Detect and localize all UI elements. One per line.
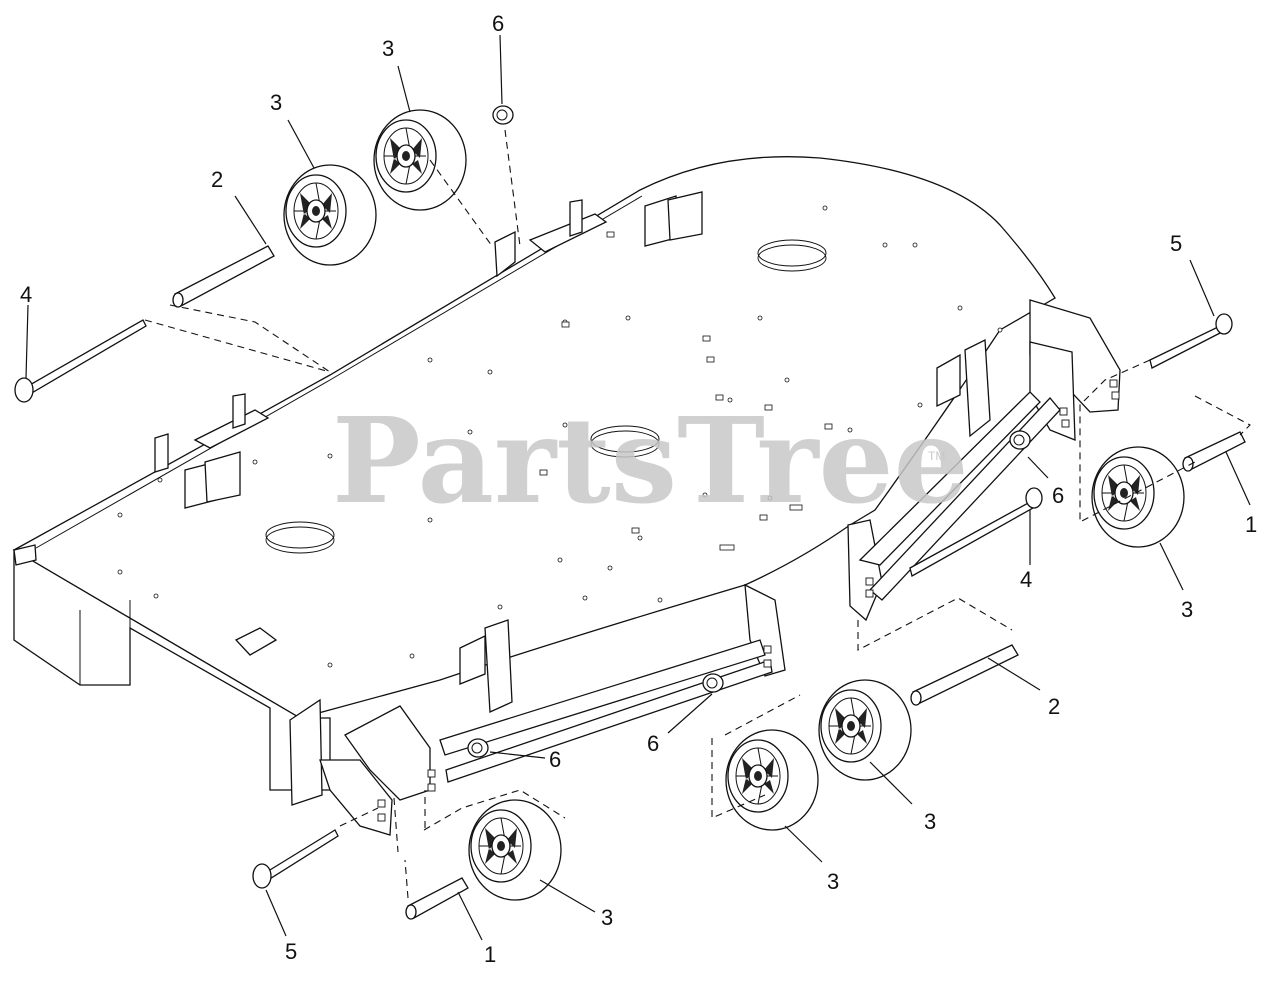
callout-6: 6 [549,747,561,772]
callout-3: 3 [924,809,936,834]
mower-deck [12,156,1056,806]
callout-1: 1 [484,942,496,967]
callout-3: 3 [382,36,394,61]
callout-5: 5 [285,939,297,964]
leader-lines [25,34,1251,941]
callout-4: 4 [20,282,32,307]
assembly-lines [144,129,1251,899]
callout-6: 6 [647,731,659,756]
wheel-rear-inner [373,109,467,211]
deck-brackets [154,191,1121,836]
watermark-trademark: TM [928,449,945,463]
wheel-rear-outer [283,164,377,266]
callout-3: 3 [601,905,613,930]
callout-3: 3 [270,90,282,115]
callout-1: 1 [1245,512,1257,537]
callout-2: 2 [211,167,223,192]
wheel-front-center-a [818,679,912,781]
watermark-text: PartsTree [332,391,969,530]
callout-numbers: 6 3 3 2 4 5 6 1 3 4 2 3 3 6 6 3 1 5 [20,11,1257,967]
callout-3: 3 [827,869,839,894]
carriage-bolts [14,313,1233,889]
callout-6: 6 [492,11,504,36]
callout-3: 3 [1181,597,1193,622]
callout-6: 6 [1052,483,1064,508]
callout-4: 4 [1020,567,1032,592]
wheel-front-left [468,799,562,901]
wheel-front-center-b [725,729,819,831]
wheel-right [1091,446,1185,548]
callout-2: 2 [1048,694,1060,719]
callout-5: 5 [1170,231,1182,256]
